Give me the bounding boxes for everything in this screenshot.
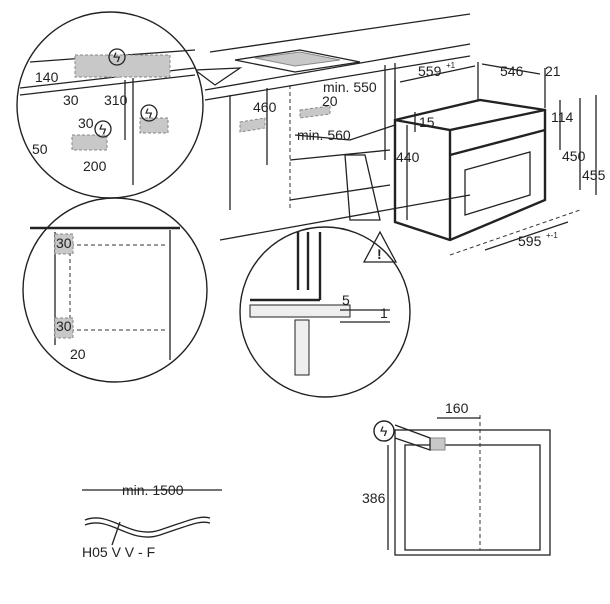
dim-30-top: 30 [56,235,72,251]
oven-drawing: 559 +1 546 21 15 114 440 450 455 595 +-1 [393,61,606,256]
cabinet-drawing: 460 min. 550 20 min. 560 [204,13,471,241]
dim-1: 1 [380,305,388,321]
dim-15: 15 [419,114,435,130]
dim-386: 386 [362,490,386,506]
svg-text:ϟ: ϟ [99,121,107,137]
rear-view: ϟ 160 386 [362,400,551,556]
svg-text:!: ! [377,246,382,262]
dim-20-left: 20 [70,346,86,362]
svg-text:ϟ: ϟ [113,49,121,65]
dim-200: 200 [83,158,107,174]
dim-21: 21 [545,63,561,79]
dim-440: 440 [396,149,420,165]
electric-bolt-icon [94,120,112,138]
dim-5: 5 [342,292,350,308]
dim-114: 114 [551,109,574,125]
svg-text:ϟ: ϟ [145,105,153,121]
power-cable: min. 1500 H05 V V - F [82,482,222,560]
dim-30-b: 30 [78,115,94,131]
electric-bolt-icon [373,420,395,442]
dim-559: 559 [418,63,442,79]
dim-559-tolerance: +1 [446,61,456,70]
cable-min-length: min. 1500 [122,482,184,498]
dim-460: 460 [253,99,277,115]
cable-type: H05 V V - F [82,544,155,560]
dim-595: 595 [518,233,542,249]
dim-140: 140 [35,69,59,85]
dim-595-tolerance: +-1 [546,231,558,240]
dim-30-bottom: 30 [56,318,72,334]
dim-50: 50 [32,141,48,157]
dim-160: 160 [445,400,469,416]
svg-text:ϟ: ϟ [380,423,388,439]
dim-min-550: min. 550 [323,79,377,95]
detail-socket-position: ϟ ϟ ϟ 140 30 310 30 50 200 [16,11,243,199]
dim-min-560: min. 560 [297,127,351,143]
detail-section: ! 5 1 [239,154,411,398]
dim-20: 20 [322,93,338,109]
electric-bolt-icon [140,104,158,122]
dim-455: 455 [582,167,606,183]
dim-546: 546 [500,63,524,79]
detail-side-clearance: 30 30 20 [22,197,208,383]
dim-310: 310 [104,92,128,108]
electric-bolt-icon [108,48,126,66]
dim-450: 450 [562,148,586,164]
dim-30-a: 30 [63,92,79,108]
warning-triangle-icon [362,230,398,263]
